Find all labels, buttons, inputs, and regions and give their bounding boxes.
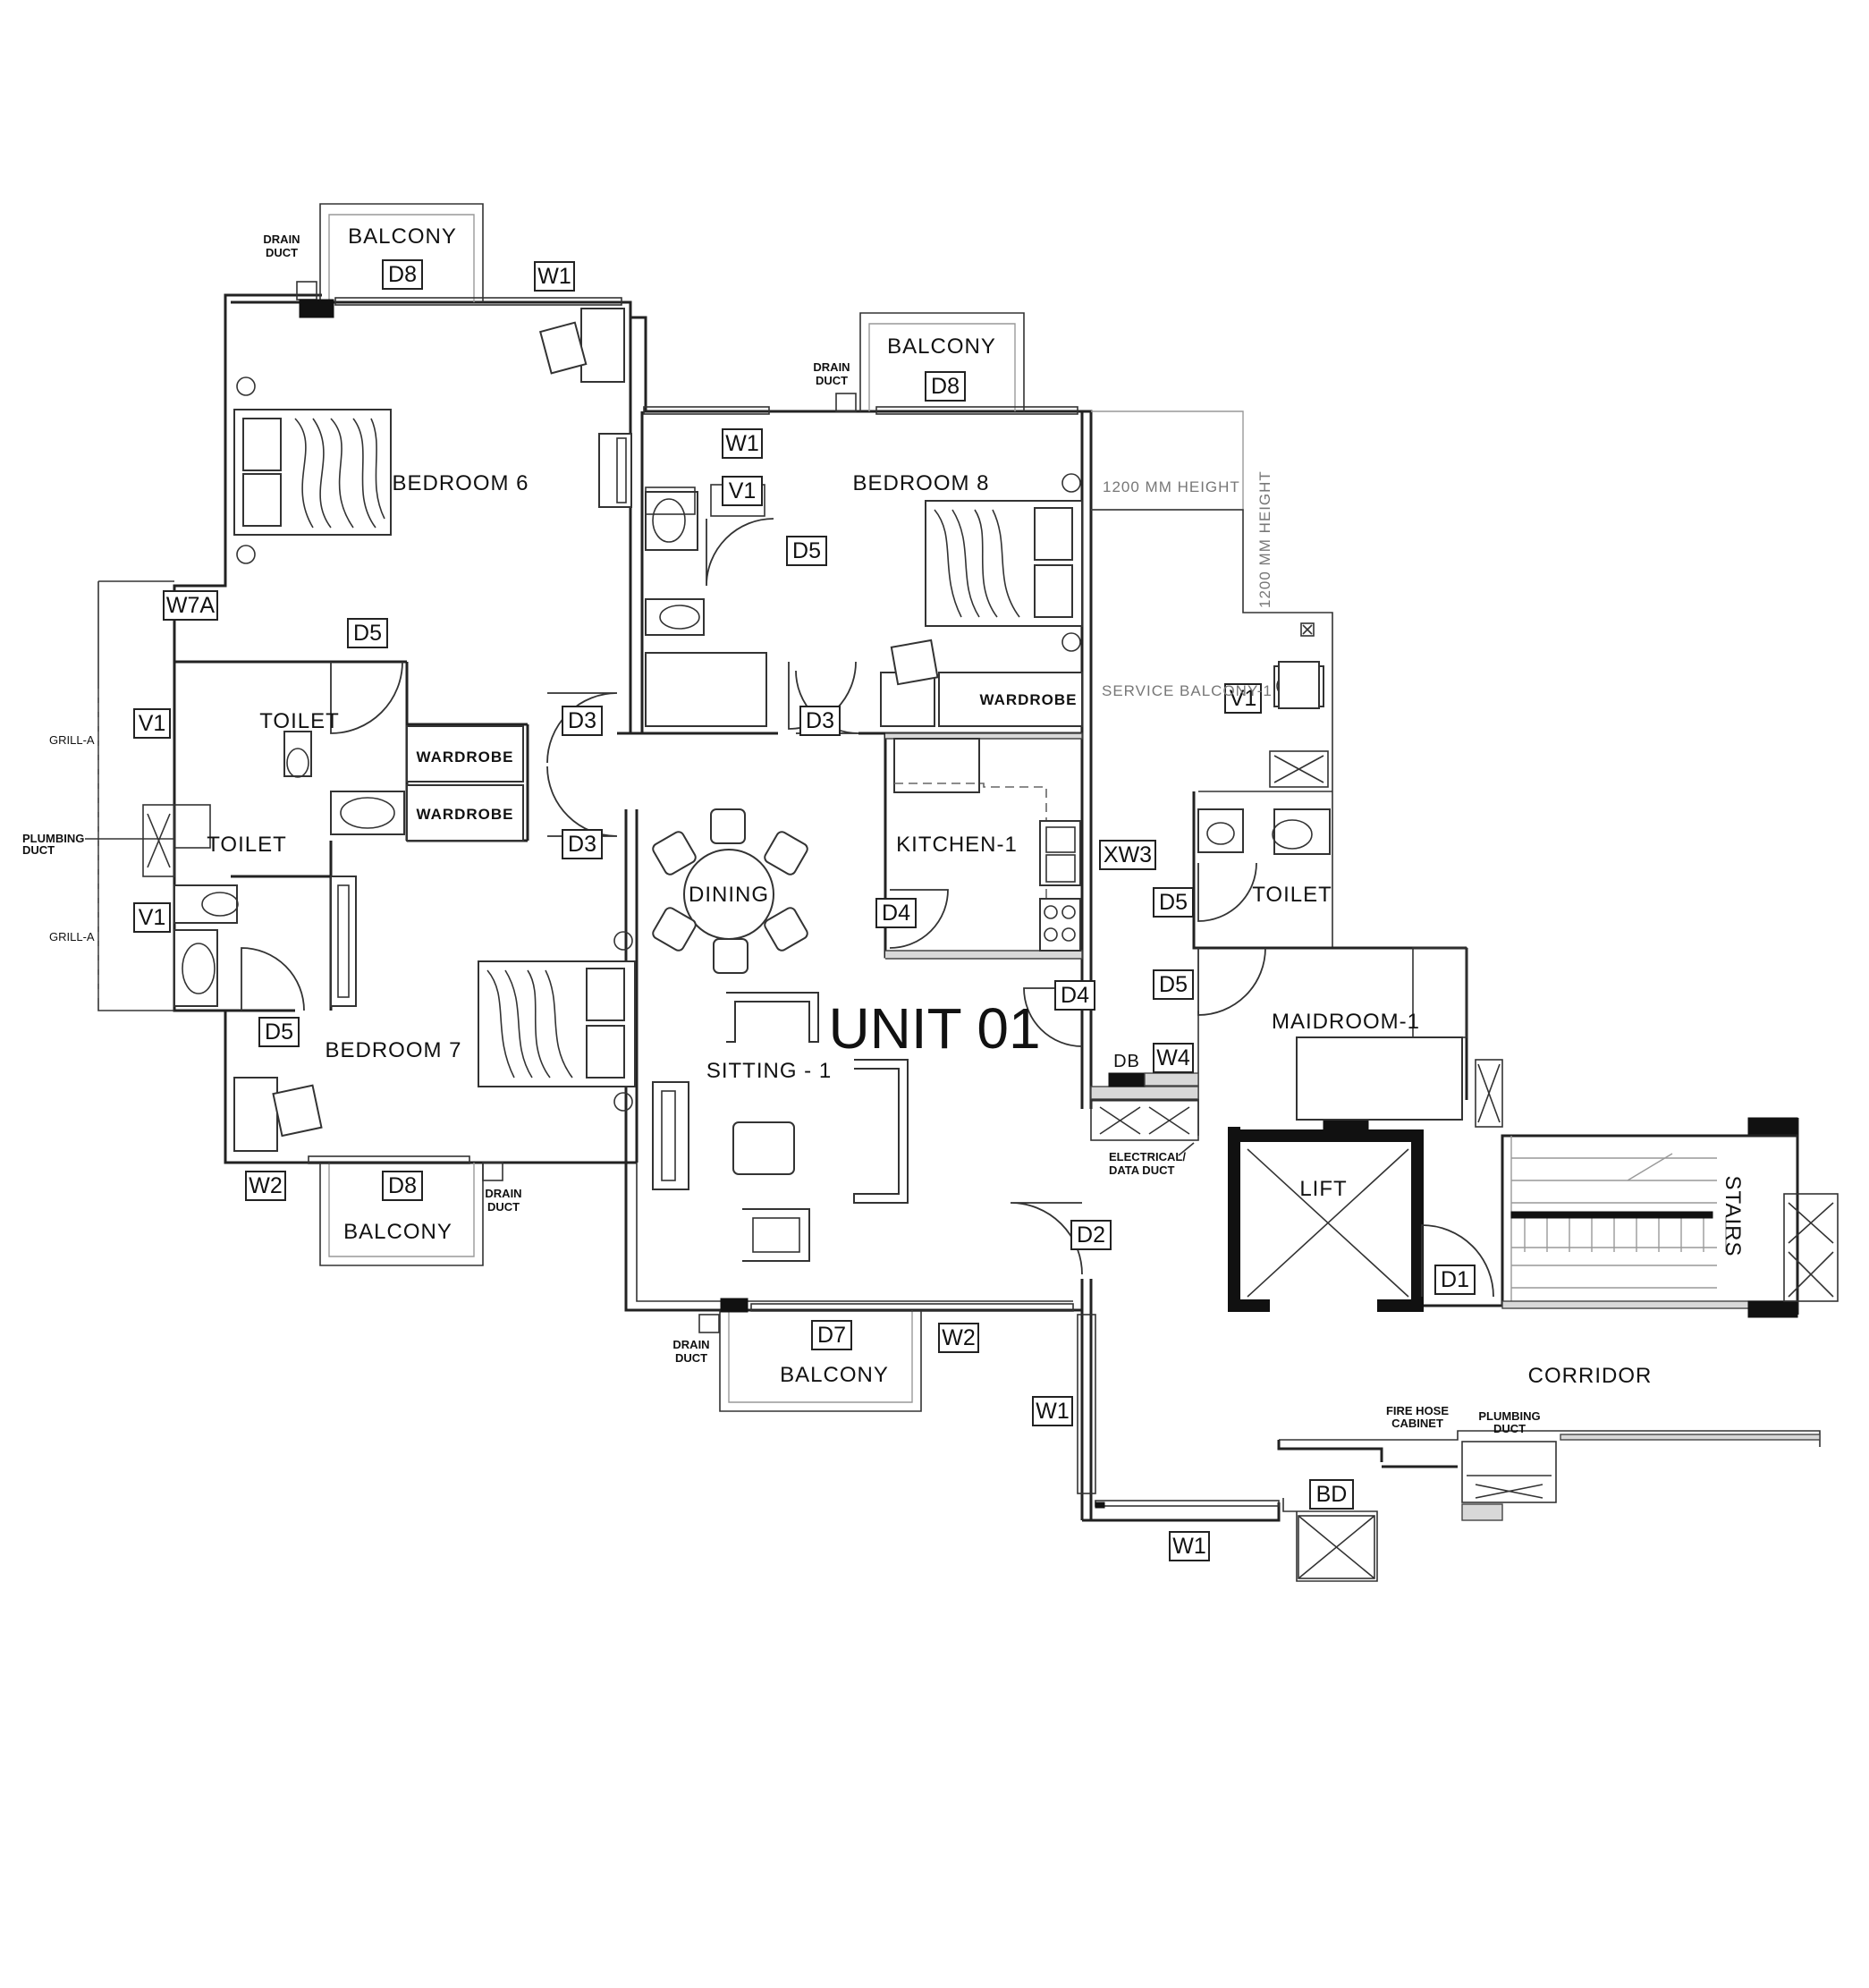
bed-bedroom-8 [925,473,1083,652]
drain-duct-note-3b: DUCT [487,1200,520,1214]
bed-bedroom-7 [478,931,636,1112]
drain-ducts [296,281,857,1333]
labels: D8 W1 D8 W1 V1 D5 W7A D5 V1 D3 D3 D3 XW3… [22,224,1745,1559]
room-bedroom-8: BEDROOM 8 [852,471,989,495]
tag-d8-bed8: D8 [931,374,960,399]
tag-w4: W4 [1156,1045,1190,1070]
tag-w2-sitting: W2 [942,1325,976,1350]
balcony-top-mid: BALCONY [887,334,996,359]
balcony-bottom-left: BALCONY [343,1220,452,1244]
kitchen-counter [893,738,1081,952]
tag-d5-bed8: D5 [792,538,821,563]
room-sitting: SITTING - 1 [706,1059,832,1083]
electrical-duct-note-a: ELECTRICAL/ [1109,1150,1186,1163]
plumbing-duct-note-c: PLUMBING [1478,1409,1540,1423]
plumbing-duct-note-a: PLUMBING [22,832,84,845]
desk-bedroom-8 [880,639,939,727]
plumbing-duct-note-b: DUCT [22,843,55,857]
room-maidroom: MAIDROOM-1 [1272,1010,1420,1034]
room-corridor: CORRIDOR [1528,1364,1653,1388]
tag-d5-maid: D5 [1159,972,1188,997]
tag-w1-lower: W1 [1036,1399,1070,1424]
grill-a-upper: GRILL-A [49,733,95,747]
drain-duct-note-3a: DRAIN [485,1187,521,1200]
dining-table [652,808,808,974]
wardrobe-1-label: WARDROBE [416,749,513,766]
tag-d5-bed7: D5 [265,1019,293,1045]
tag-w1-bed6: W1 [537,264,571,289]
grill-a-lower: GRILL-A [49,930,95,943]
room-lift: LIFT [1299,1177,1347,1201]
tag-v1-right: V1 [1230,686,1257,711]
tag-v1-lower: V1 [139,905,166,930]
room-bedroom-6: BEDROOM 6 [392,471,529,495]
door-window-tags [133,259,1476,1561]
tag-d5-toilet: D5 [353,621,382,646]
room-toilet-right: TOILET [1252,883,1332,907]
tag-d3-bed8: D3 [806,708,834,733]
plumbing-duct-note-d: DUCT [1493,1422,1526,1435]
window-tracks [308,297,1078,1312]
drain-duct-note-1a: DRAIN [263,233,300,246]
lift-shaft [1228,1117,1424,1312]
room-kitchen: KITCHEN-1 [896,833,1018,857]
height-note-vertical: 1200 MM HEIGHT [1256,470,1273,608]
chair-bedroom-7 [233,1077,323,1152]
toilet-fixtures-bed8 [645,484,767,727]
tag-d3-bed7: D3 [568,832,596,857]
room-service-balcony: SERVICE BALCONY-1 [1102,682,1273,699]
room-stairs: STAIRS [1721,1176,1745,1257]
height-note-horizontal: 1200 MM HEIGHT [1103,478,1240,495]
balcony-top-left: BALCONY [348,224,457,249]
drain-duct-note-4b: DUCT [675,1351,707,1365]
wardrobe-bedroom-8 [938,672,1083,727]
tag-v1-upper: V1 [139,711,166,736]
tag-d4-service: D4 [1061,983,1089,1008]
balcony-bottom-mid: BALCONY [780,1363,889,1387]
tag-d7: D7 [817,1323,846,1348]
drain-duct-note-1b: DUCT [266,246,298,259]
tag-w7a: W7A [166,593,216,618]
room-bedroom-7: BEDROOM 7 [325,1038,461,1062]
room-toilet-upper: TOILET [259,709,340,733]
tag-d8-bed7: D8 [388,1173,417,1198]
db-panel [1108,1072,1199,1087]
tag-bd: BD [1316,1482,1348,1507]
bed-bedroom-6 [233,376,392,564]
tag-w1-bed8: W1 [725,431,759,456]
drain-duct-note-2a: DRAIN [813,360,850,374]
wardrobes-centre [406,725,524,842]
sitting-furniture [652,992,909,1262]
drain-duct-note-2b: DUCT [816,374,848,387]
tag-w2-bed7: W2 [249,1173,283,1198]
wardrobe-bed8-label: WARDROBE [979,691,1077,708]
tag-w1-bottom: W1 [1172,1534,1206,1559]
tag-d8-bed6: D8 [388,262,417,287]
drain-duct-note-4a: DRAIN [672,1338,709,1351]
electrical-duct-note-b: DATA DUCT [1109,1163,1174,1177]
wardrobe-2-label: WARDROBE [416,806,513,823]
tag-d1: D1 [1441,1267,1469,1292]
balconies [319,203,1025,1412]
fire-hose-note-b: CABINET [1391,1417,1443,1430]
service-balcony-fixtures [1278,622,1320,709]
fire-hose-note-a: FIRE HOSE [1386,1404,1449,1417]
room-dining: DINING [689,883,769,907]
unit-title: UNIT 01 [828,996,1040,1061]
tag-xw3: XW3 [1104,842,1152,867]
walls [97,293,1839,1582]
room-toilet-lower: TOILET [207,833,287,857]
tag-d2: D2 [1077,1222,1105,1248]
tag-v1-bed8: V1 [729,478,757,503]
tag-d4-kitchen: D4 [882,901,910,926]
tag-d5-toilet-right: D5 [1159,890,1188,915]
toilet-fixtures-left [142,731,405,1007]
db-label: DB [1113,1052,1140,1071]
maidroom-bed [1296,947,1467,1121]
chair-bedroom-6 [538,308,632,508]
tag-d3-bed6: D3 [568,708,596,733]
